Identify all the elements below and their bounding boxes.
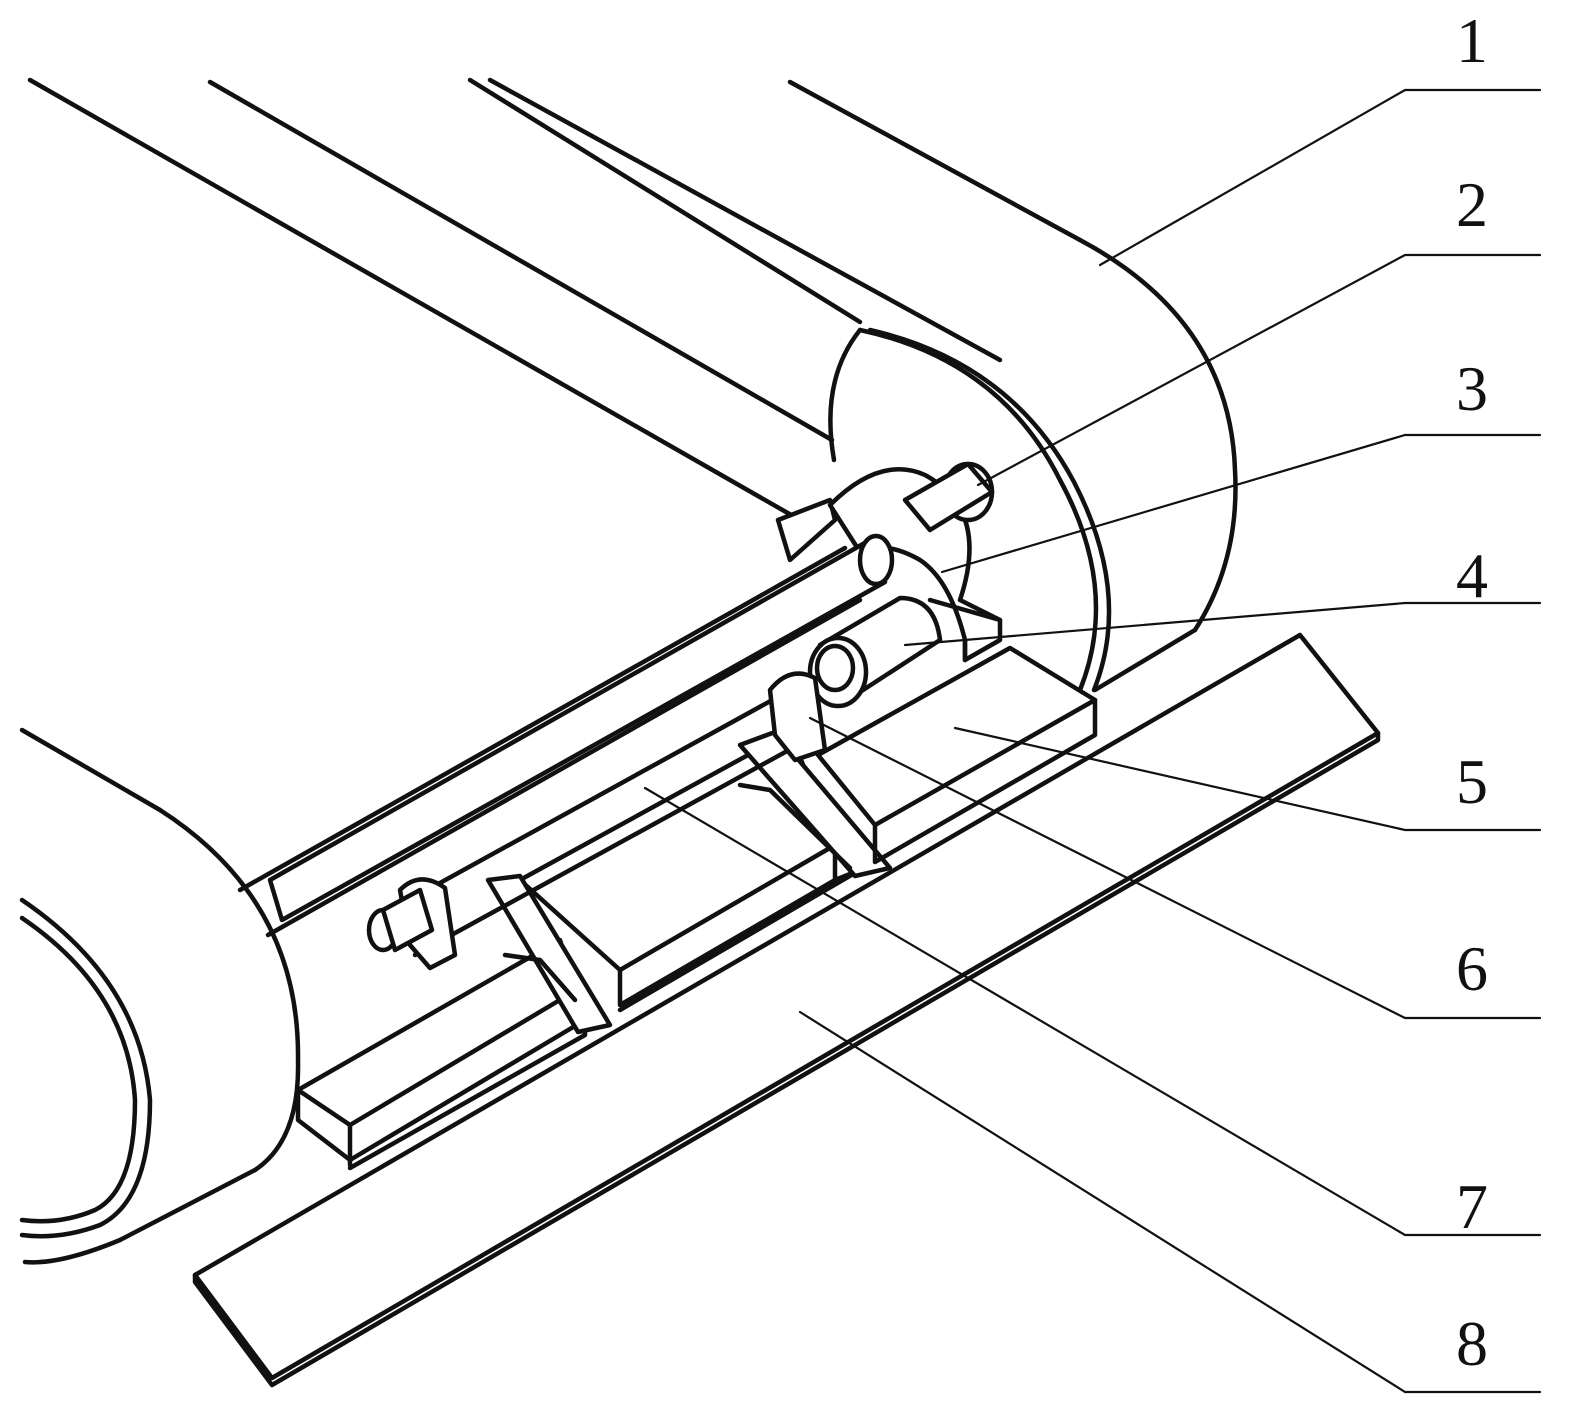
leader-4 (903, 601, 1542, 647)
leader-7 (643, 786, 1542, 1237)
motor (807, 595, 943, 709)
callout-4: 4 (1456, 540, 1488, 611)
leader-2 (976, 253, 1542, 487)
leader-5 (953, 726, 1542, 832)
callout-labels: 1 2 3 4 5 6 7 8 (1456, 5, 1488, 1379)
callout-6: 6 (1456, 933, 1488, 1004)
base-plate (192, 632, 1381, 1388)
callout-2: 2 (1456, 169, 1488, 240)
head-pulley (828, 327, 1112, 693)
leader-8 (798, 1010, 1542, 1394)
leader-6 (808, 716, 1542, 1020)
callout-8: 8 (1456, 1308, 1488, 1379)
carrier-beam (237, 545, 863, 938)
leader-1 (1098, 88, 1542, 267)
callout-7: 7 (1456, 1171, 1488, 1242)
drive-shaft (267, 533, 895, 923)
motor-base (815, 645, 1098, 865)
callout-1: 1 (1456, 5, 1488, 76)
belt-top (27, 77, 1238, 693)
secondary-shaft (366, 671, 828, 971)
shaft-stub (902, 461, 995, 533)
callout-5: 5 (1456, 746, 1488, 817)
callout-3: 3 (1456, 353, 1488, 424)
tail-roller (19, 727, 301, 1265)
leader-3 (940, 433, 1542, 574)
link-arms (485, 729, 893, 1035)
leader-lines (643, 88, 1542, 1394)
